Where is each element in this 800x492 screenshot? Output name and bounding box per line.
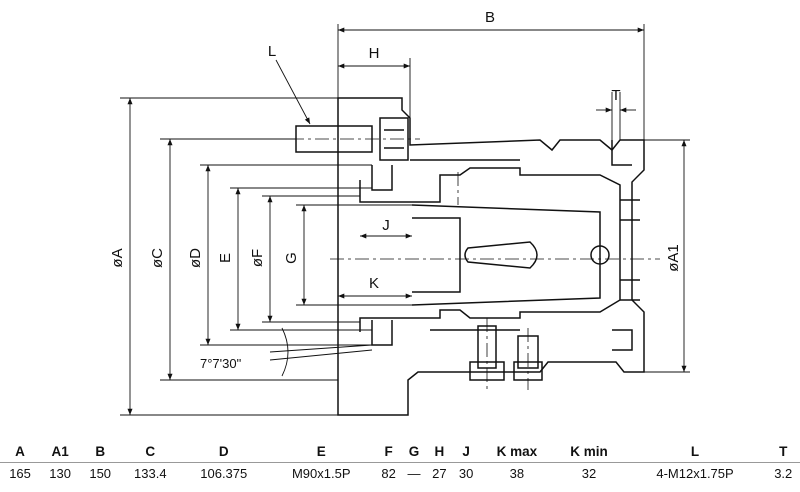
cell-j: 30 (452, 462, 480, 483)
cell-a: 165 (0, 462, 41, 483)
dim-label-j: J (382, 217, 390, 234)
dim-label-h: H (369, 45, 380, 62)
dim-label-angle: 7°7'30" (200, 356, 242, 371)
dim-label-k: K (369, 275, 379, 292)
cell-f: 82 (375, 462, 403, 483)
dim-label-a1: øA1 (665, 244, 682, 272)
cell-h: 27 (426, 462, 453, 483)
dim-label-l: L (268, 43, 276, 60)
spec-table-row: 165 130 150 133.4 106.375 M90x1.5P 82 — … (0, 462, 800, 483)
col-header-a1: A1 (51, 443, 69, 459)
dim-label-a: øA (109, 248, 126, 267)
col-header-b: B (95, 443, 106, 459)
dim-label-f: øF (249, 249, 266, 267)
col-header-h: H (434, 443, 445, 459)
cell-l: 4-M12x1.75P (623, 462, 767, 483)
col-header-j: J (462, 443, 470, 459)
col-header-g: G (408, 443, 420, 459)
cell-t: 3.2 (766, 462, 800, 483)
col-header-l: L (690, 443, 700, 459)
chuck-body-outline (295, 97, 645, 416)
centerlines (290, 138, 660, 390)
cell-c: 133.4 (120, 462, 181, 483)
dim-label-t: T (611, 87, 620, 104)
dim-label-b: B (485, 9, 495, 26)
col-header-k-max: K max (496, 443, 538, 459)
cell-d: 106.375 (180, 462, 268, 483)
dim-label-d: øD (187, 248, 204, 268)
spec-table-header-row: A A1 B C D E F G H J K max K min L T (0, 440, 800, 463)
dimension-lines (120, 24, 690, 416)
cell-e: M90x1.5P (267, 462, 376, 483)
cell-b: 150 (80, 462, 121, 483)
col-header-t: T (779, 443, 788, 459)
dim-label-g: G (283, 252, 300, 264)
cell-k-min: 32 (554, 462, 624, 483)
dim-label-e: E (217, 253, 234, 263)
cell-a1: 130 (40, 462, 81, 483)
dim-label-c: øC (149, 248, 166, 268)
col-header-d: D (218, 443, 229, 459)
technical-drawing: B H L T J K øA øC øD E øF G øA1 7°7'30" (109, 9, 690, 416)
spec-table: A A1 B C D E F G H J K max K min L T 165… (0, 440, 800, 483)
col-header-k-min: K min (570, 443, 608, 459)
col-header-e: E (316, 443, 326, 459)
col-header-f: F (384, 443, 393, 459)
col-header-c: C (145, 443, 156, 459)
cell-g: — (402, 462, 427, 483)
col-header-a: A (15, 443, 25, 459)
cell-k-max: 38 (479, 462, 555, 483)
